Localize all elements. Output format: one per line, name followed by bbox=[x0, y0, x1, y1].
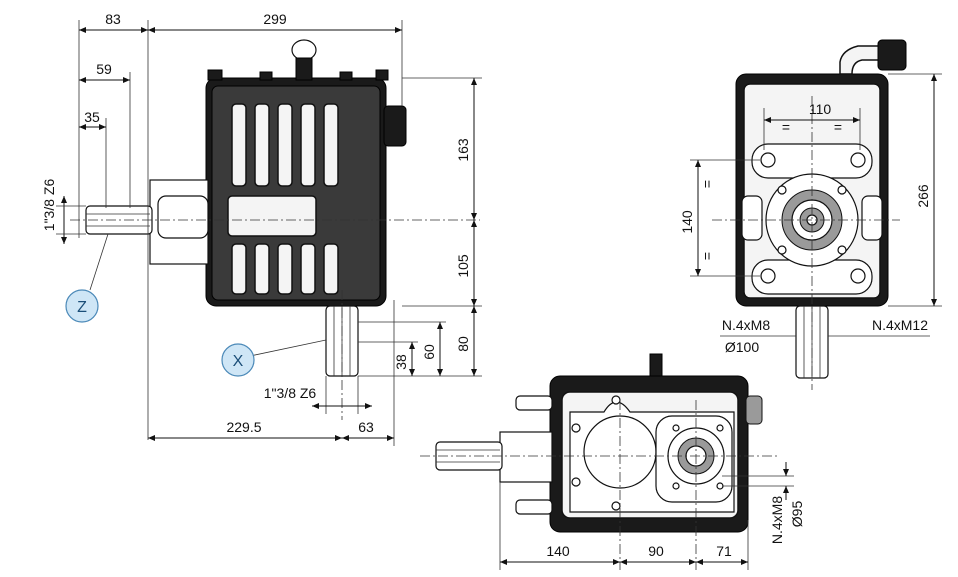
dim-110: 110 bbox=[809, 101, 832, 117]
diameter-left: Ø100 bbox=[725, 339, 759, 355]
dim-35: 35 bbox=[84, 109, 100, 125]
eq-mark-top: = bbox=[699, 180, 715, 188]
eq-mark-left: = bbox=[782, 119, 790, 135]
side-gearbox-body bbox=[205, 39, 407, 307]
spline-input-label: 1"3/8 Z6 bbox=[41, 179, 57, 232]
top-diameter: Ø95 bbox=[789, 501, 805, 528]
dim-83: 83 bbox=[105, 11, 121, 27]
dim-80: 80 bbox=[455, 336, 471, 352]
dim-229-5: 229.5 bbox=[226, 419, 261, 435]
dim-71: 71 bbox=[716, 543, 732, 559]
dim-140-top: 140 bbox=[546, 543, 570, 559]
eq-mark-bottom: = bbox=[699, 252, 715, 260]
dim-163: 163 bbox=[455, 138, 471, 162]
callout-z-bubble bbox=[65, 289, 99, 323]
dim-90: 90 bbox=[648, 543, 664, 559]
front-view: 110 = = 140 = = 266 N.4xM8 Ø100 N.4xM12 bbox=[679, 39, 942, 390]
callout-x: X bbox=[233, 353, 244, 370]
dim-63: 63 bbox=[358, 419, 374, 435]
top-thread: N.4xM8 bbox=[769, 496, 785, 544]
spline-output-label: 1"3/8 Z6 bbox=[264, 385, 317, 401]
top-input-shaft bbox=[435, 395, 553, 515]
dim-38: 38 bbox=[393, 354, 409, 370]
dim-140-front: 140 bbox=[679, 210, 695, 234]
callout-z: Z bbox=[77, 299, 87, 316]
dim-105: 105 bbox=[455, 254, 471, 278]
front-output-shaft bbox=[795, 305, 829, 379]
dim-266: 266 bbox=[915, 184, 931, 208]
dim-59: 59 bbox=[96, 61, 112, 77]
dim-299: 299 bbox=[263, 11, 287, 27]
callout-x-bubble bbox=[221, 343, 255, 377]
top-view: 140 90 71 N.4xM8 Ø95 bbox=[420, 353, 805, 570]
thread-right: N.4xM12 bbox=[872, 317, 928, 333]
thread-left: N.4xM8 bbox=[722, 317, 770, 333]
side-input-shaft bbox=[85, 179, 209, 265]
side-view: 83 299 59 35 1"3/8 Z6 Z X 163 105 bbox=[41, 11, 482, 446]
front-gearbox-body bbox=[735, 39, 907, 307]
top-gearbox-body bbox=[549, 353, 763, 533]
eq-mark-right: = bbox=[834, 119, 842, 135]
dim-60: 60 bbox=[421, 344, 437, 360]
